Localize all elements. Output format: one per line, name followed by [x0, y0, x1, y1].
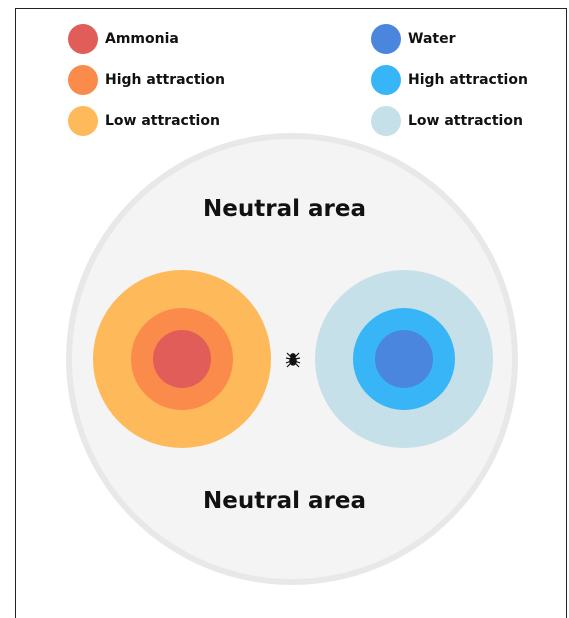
legend-label: Water	[408, 31, 456, 47]
ammonia-source	[153, 330, 211, 388]
water-source	[375, 330, 433, 388]
legend-label: Low attraction	[105, 113, 220, 129]
legend-swatch	[371, 106, 401, 136]
figure-frame	[15, 8, 567, 618]
legend-label: High attraction	[408, 72, 528, 88]
spider-icon	[285, 352, 301, 368]
legend-swatch	[68, 24, 98, 54]
legend-swatch	[371, 24, 401, 54]
legend-item-water-low-attraction: Low attraction	[371, 106, 523, 136]
legend-label: Ammonia	[105, 31, 179, 47]
legend-label: High attraction	[105, 72, 225, 88]
neutral-area-bottom-label: Neutral area	[203, 488, 366, 514]
legend-swatch	[68, 65, 98, 95]
legend-label: Low attraction	[408, 113, 523, 129]
neutral-area-top-label: Neutral area	[203, 196, 366, 222]
legend-item-water-high-attraction: High attraction	[371, 65, 528, 95]
legend-item-water: Water	[371, 24, 455, 54]
legend-item-ammonia-high-attraction: High attraction	[68, 65, 225, 95]
legend-swatch	[68, 106, 98, 136]
legend-swatch	[371, 65, 401, 95]
legend-item-ammonia-low-attraction: Low attraction	[68, 106, 220, 136]
legend-item-ammonia: Ammonia	[68, 24, 179, 54]
